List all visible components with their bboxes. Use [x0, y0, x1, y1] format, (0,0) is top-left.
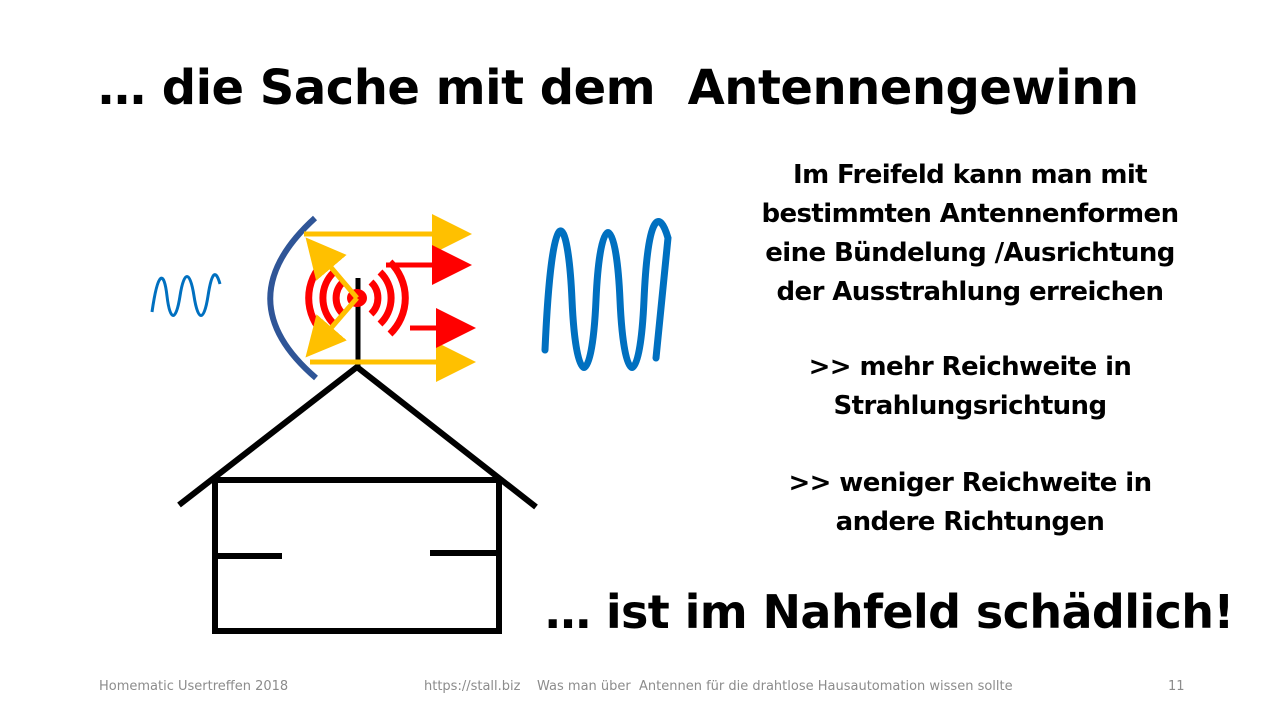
footer-event: Homematic Usertreffen 2018	[99, 679, 289, 694]
conclusion-text: … ist im Nahfeld schädlich!	[545, 585, 1234, 639]
footer-source: https://stall.biz Was man über Antennen …	[424, 679, 1013, 694]
more-range-line: >> mehr Reichweite in	[808, 352, 1132, 382]
info-line: Im Freifeld kann man mit	[793, 160, 1148, 190]
more-range-block: >> mehr Reichweite in Strahlungsrichtung	[700, 348, 1240, 426]
less-range-block: >> weniger Reichweite in andere Richtung…	[700, 464, 1240, 542]
slide-title: … die Sache mit dem Antennengewinn	[98, 60, 1139, 116]
more-range-line: Strahlungsrichtung	[833, 391, 1108, 421]
yellow-ray-arrows	[304, 214, 476, 382]
info-line: eine Bündelung /Ausrichtung	[765, 238, 1175, 268]
less-range-line: andere Richtungen	[835, 507, 1105, 537]
large-wave-icon	[541, 218, 672, 371]
small-wave-icon	[150, 273, 222, 317]
house-icon	[177, 363, 538, 634]
reflector-icon	[267, 215, 318, 381]
page-number: 11	[1168, 679, 1185, 694]
info-text-block: Im Freifeld kann man mit bestimmten Ante…	[700, 156, 1240, 312]
red-ray-arrows	[386, 245, 476, 348]
info-line: bestimmten Antennenformen	[761, 199, 1180, 229]
info-line: der Ausstrahlung erreichen	[776, 277, 1165, 307]
less-range-line: >> weniger Reichweite in	[788, 468, 1152, 498]
